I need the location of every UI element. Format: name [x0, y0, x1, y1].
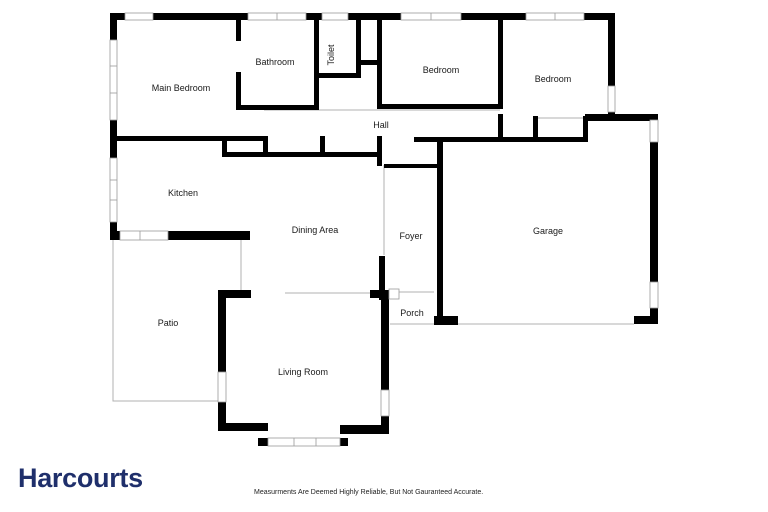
wall-toilet-right — [356, 13, 361, 78]
room-label-living-room: Living Room — [277, 367, 329, 377]
room-label-foyer: Foyer — [399, 231, 423, 241]
wall-living-top-right — [370, 290, 389, 298]
room-label-porch: Porch — [400, 308, 424, 318]
wall-bed2-stub — [533, 116, 538, 142]
wall-right-bedroom — [608, 13, 615, 121]
wall-hall-stub4 — [377, 136, 382, 166]
wall-bed1-bottom — [377, 104, 500, 109]
wall-toilet-bottom — [314, 73, 361, 78]
wall-garage-top — [585, 114, 658, 121]
window-mainbed-top — [124, 12, 154, 21]
room-label-main-bedroom: Main Bedroom — [151, 83, 211, 93]
wall-living-left-bottom — [218, 423, 268, 431]
window-mainbed-left — [109, 39, 118, 121]
room-label-bedroom-2: Bedroom — [534, 74, 572, 84]
wall-hall-stub3 — [320, 136, 325, 154]
harcourts-logo: Harcourts — [18, 463, 143, 493]
wall-bed1-right — [498, 13, 503, 109]
wall-left — [110, 13, 117, 240]
wall-hall-stub2 — [263, 136, 268, 154]
wall-garage-bottom-left — [434, 316, 458, 325]
window-toilet-top — [321, 12, 349, 21]
window-kitchen-left — [109, 157, 118, 223]
room-label-dining-area: Dining Area — [291, 225, 339, 235]
window-garage-top — [649, 119, 659, 143]
window-kitchen-bottom — [119, 230, 169, 241]
room-label-toilet: Toilet — [326, 44, 336, 66]
window-living-right — [380, 389, 390, 417]
wall-hall-right — [414, 137, 440, 142]
wall-bed2-bottom-left — [498, 114, 503, 142]
room-label-bedroom-1: Bedroom — [422, 65, 460, 75]
wall-living-left — [218, 290, 226, 430]
wall-garage-top2 — [440, 137, 586, 142]
wall-living-bottom-right — [340, 425, 389, 434]
wall-foyer-top — [384, 164, 440, 168]
wall-foyer-left — [379, 256, 385, 300]
window-porch-door — [388, 288, 400, 300]
window-bed2-right — [607, 85, 616, 113]
disclaimer-text: Measurments Are Deemed Highly Reliable, … — [254, 489, 484, 496]
wall-living-top-left — [218, 290, 251, 298]
wall-top — [110, 13, 615, 20]
window-garage-right — [649, 281, 659, 309]
wall-mainbed-bottom — [110, 136, 265, 141]
wall-garage-right — [650, 114, 658, 324]
room-label-hall: Hall — [373, 120, 389, 130]
room-label-kitchen: Kitchen — [167, 188, 199, 198]
wall-toilet-box — [356, 60, 382, 65]
window-mullions — [110, 13, 556, 446]
wall-bed2-stub2 — [583, 116, 588, 142]
wall-garage-bottom-right — [634, 316, 658, 324]
wall-bed1-left — [377, 13, 382, 108]
wall-garage-left — [437, 137, 443, 325]
wall-bath-left — [236, 13, 241, 41]
patio-outline — [112, 240, 220, 402]
wall-hall-stub1 — [222, 136, 227, 156]
wall-bath-left2 — [236, 72, 241, 110]
wall-living-right — [381, 290, 389, 434]
wall-bath-right — [314, 13, 319, 110]
wall-kitchen-bottom — [110, 231, 250, 240]
window-living-left — [217, 371, 227, 403]
room-label-garage: Garage — [532, 226, 564, 236]
wall-hall-lower — [222, 152, 382, 157]
room-label-bathroom: Bathroom — [255, 57, 295, 67]
room-label-patio: Patio — [157, 318, 179, 328]
window-living-bottom — [267, 437, 341, 447]
wall-bath-bottom — [236, 105, 319, 110]
